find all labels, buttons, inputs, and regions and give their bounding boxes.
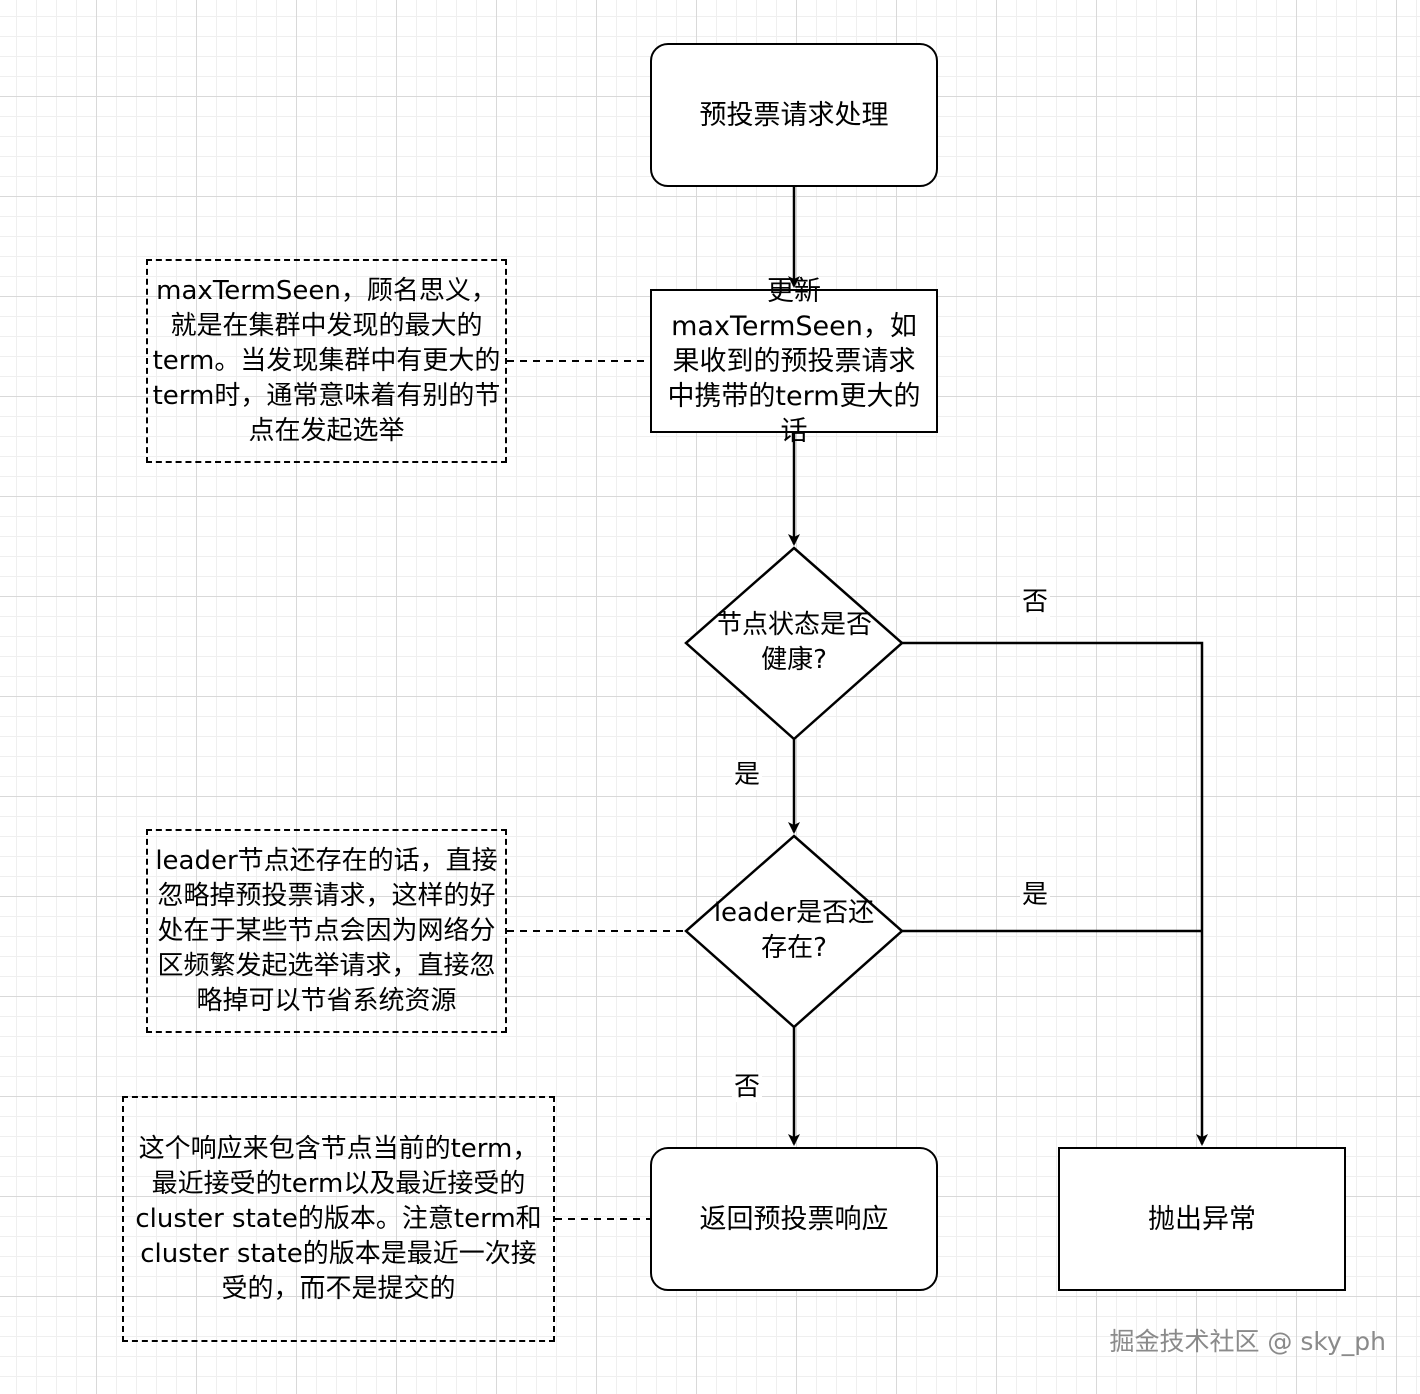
edge-label-leader-no: 否: [732, 1072, 763, 1102]
leader-diamond-shape: [684, 834, 904, 1029]
return-response-node[interactable]: 返回预投票响应: [650, 1147, 938, 1291]
edge-healthy-no: [902, 641, 1208, 1146]
edge-label-healthy-yes: 是: [732, 760, 763, 790]
throw-exception-label: 抛出异常: [1148, 1203, 1256, 1235]
leader-check-label: leader是否还存在?: [713, 898, 875, 963]
throw-exception-node[interactable]: 抛出异常: [1058, 1147, 1346, 1291]
update-max-term-node[interactable]: 更新maxTermSeen，如果收到的预投票请求中携带的term更大的话: [650, 276, 938, 447]
return-response-label: 返回预投票响应: [699, 1203, 889, 1235]
max-term-note: maxTermSeen，顾名思义，就是在集群中发现的最大的term。当发现集群中…: [146, 259, 507, 463]
start-node-label: 预投票请求处理: [699, 99, 889, 131]
start-node[interactable]: 预投票请求处理: [650, 43, 938, 187]
healthy-check-label: 节点状态是否健康?: [715, 610, 872, 675]
edge-label-leader-yes: 是: [1020, 880, 1051, 910]
watermark: 掘金技术社区 @ sky_ph: [1109, 1327, 1386, 1356]
response-note-text: 这个响应来包含节点当前的term，最近接受的term以及最近接受的cluster…: [135, 1133, 542, 1304]
max-term-note-text: maxTermSeen，顾名思义，就是在集群中发现的最大的term。当发现集群中…: [152, 275, 501, 446]
healthy-check-node[interactable]: 节点状态是否健康?: [712, 598, 876, 688]
leader-check-node[interactable]: leader是否还存在?: [712, 886, 876, 976]
update-max-term-label: 更新maxTermSeen，如果收到的预投票请求中携带的term更大的话: [667, 275, 921, 447]
healthy-diamond-shape: [684, 546, 904, 741]
leader-note: leader节点还存在的话，直接忽略掉预投票请求，这样的好处在于某些节点会因为网…: [146, 829, 507, 1033]
response-note: 这个响应来包含节点当前的term，最近接受的term以及最近接受的cluster…: [122, 1096, 555, 1342]
edge-label-healthy-no: 否: [1020, 587, 1051, 617]
leader-note-text: leader节点还存在的话，直接忽略掉预投票请求，这样的好处在于某些节点会因为网…: [155, 845, 498, 1016]
